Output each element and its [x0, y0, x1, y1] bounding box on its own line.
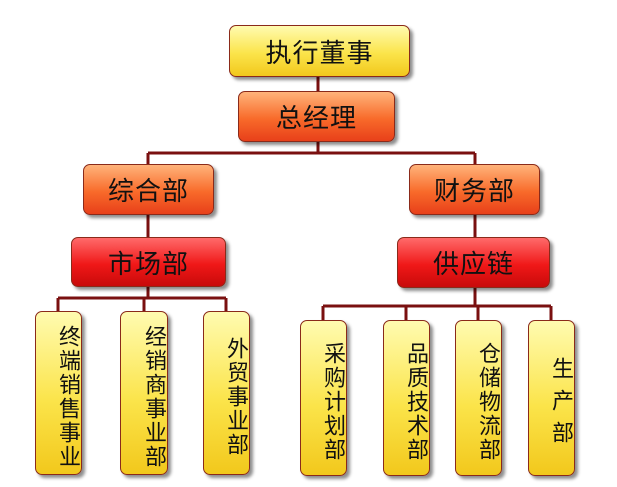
supply-child-label: 品质技术部 — [403, 342, 428, 462]
marketing-child-box: 经销商事业部 — [120, 311, 168, 475]
marketing-child-label: 终端销售事业 — [55, 325, 80, 469]
ceo-box: 执行董事 — [229, 25, 410, 77]
gm-label: 总经理 — [275, 104, 357, 134]
marketing-child-label: 经销商事业部 — [141, 325, 166, 469]
general-dept-label: 综合部 — [107, 177, 189, 207]
marketing-dept-box: 市场部 — [71, 237, 226, 287]
ceo-label: 执行董事 — [265, 38, 374, 69]
finance-dept-box: 财务部 — [409, 164, 540, 215]
supply-child-box: 生产部 — [528, 320, 575, 476]
marketing-child-box: 终端销售事业 — [35, 311, 82, 475]
supply-chain-label: 供应链 — [432, 250, 514, 280]
supply-child-label: 生产部 — [548, 357, 573, 453]
supply-chain-box: 供应链 — [397, 237, 550, 288]
supply-child-label: 采购计划部 — [320, 342, 345, 462]
supply-child-box: 采购计划部 — [300, 320, 347, 476]
supply-child-box: 品质技术部 — [383, 320, 430, 476]
general-dept-box: 综合部 — [83, 164, 214, 215]
marketing-child-label: 外贸事业部 — [223, 337, 248, 457]
gm-box: 总经理 — [238, 91, 395, 142]
finance-dept-label: 财务部 — [433, 177, 515, 207]
supply-child-box: 仓储物流部 — [455, 320, 502, 476]
supply-child-label: 仓储物流部 — [475, 342, 500, 462]
marketing-dept-label: 市场部 — [107, 249, 189, 280]
marketing-child-box: 外贸事业部 — [203, 311, 250, 475]
